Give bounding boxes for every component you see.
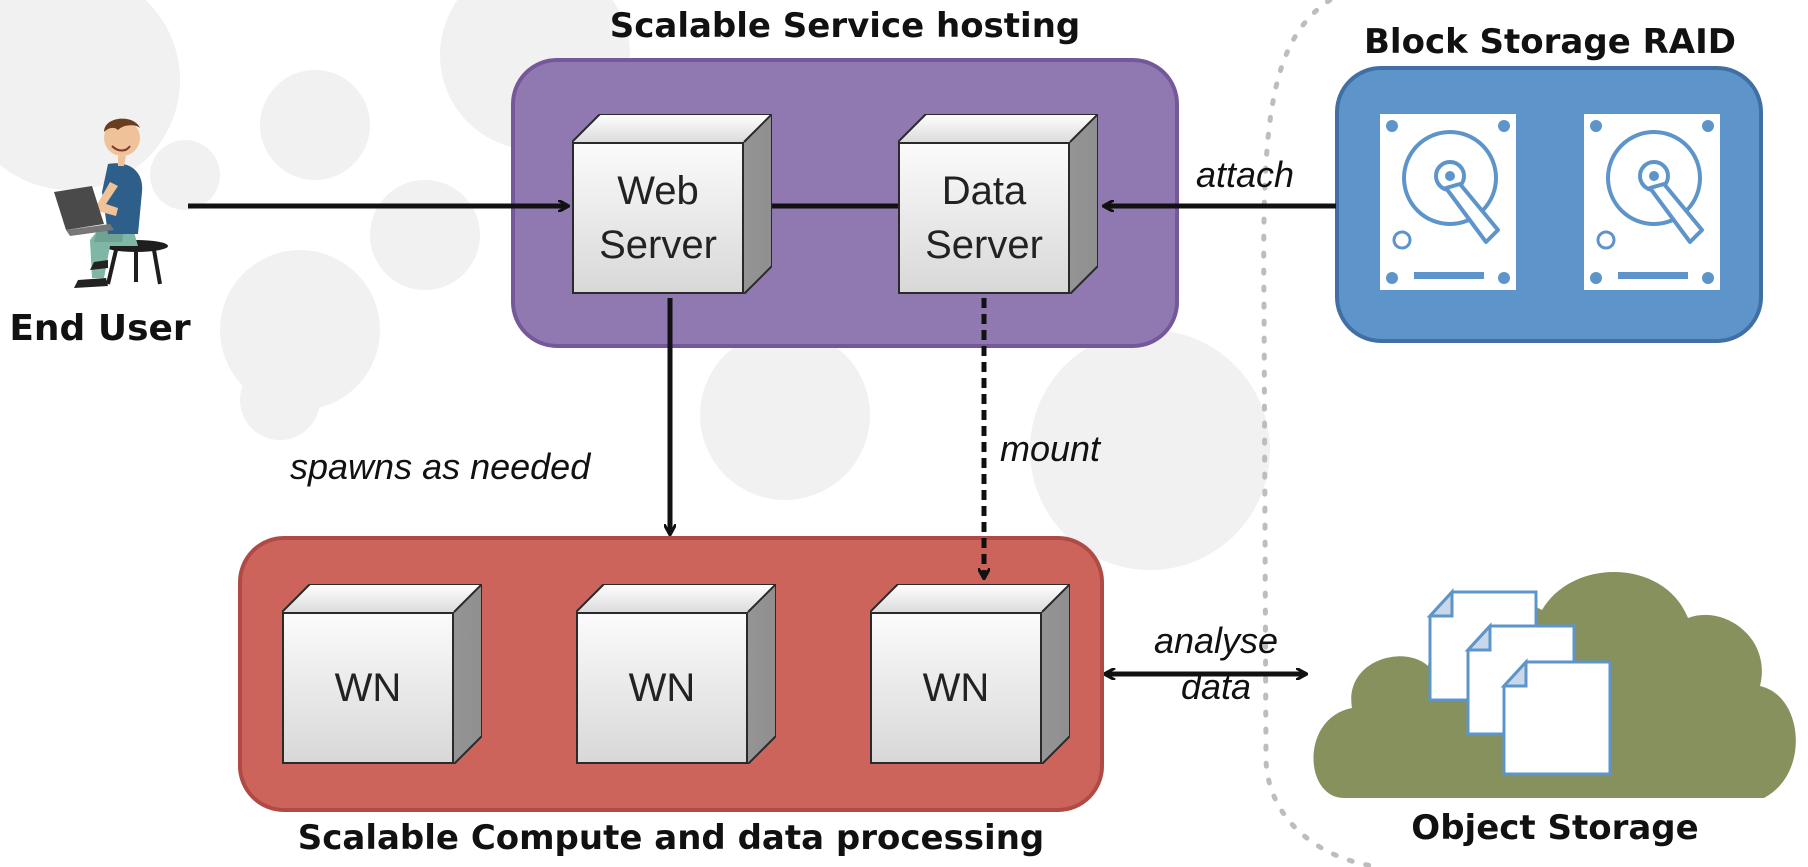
- data-server-node: Data Server: [898, 114, 1098, 294]
- hard-disk-icon: [1380, 114, 1516, 290]
- worker-node-label: WN: [282, 612, 454, 764]
- analyse-label-line2: data: [1180, 666, 1252, 707]
- data-server-label: Data Server: [898, 142, 1070, 294]
- analyse-data-label: analyse data: [1128, 618, 1304, 710]
- cloud-documents-icon: [1313, 571, 1796, 798]
- worker-node-label: WN: [870, 612, 1042, 764]
- worker-node: WN: [282, 584, 482, 764]
- block-storage-title: Block Storage RAID: [1364, 22, 1736, 62]
- worker-node-label: WN: [576, 612, 748, 764]
- web-server-node: Web Server: [572, 114, 772, 294]
- end-user-label: End User: [9, 308, 191, 349]
- person-with-laptop-icon: [54, 118, 168, 288]
- object-storage-title: Object Storage: [1411, 808, 1699, 848]
- worker-node: WN: [576, 584, 776, 764]
- worker-node: WN: [870, 584, 1070, 764]
- spawns-label: spawns as needed: [290, 446, 591, 487]
- attach-label: attach: [1196, 154, 1295, 195]
- compute-title: Scalable Compute and data processing: [297, 818, 1045, 858]
- mount-label: mount: [1000, 428, 1101, 469]
- web-server-label: Web Server: [572, 142, 744, 294]
- analyse-label-line1: analyse: [1153, 620, 1279, 661]
- service-hosting-title: Scalable Service hosting: [609, 6, 1081, 46]
- hard-disk-icon: [1584, 114, 1720, 290]
